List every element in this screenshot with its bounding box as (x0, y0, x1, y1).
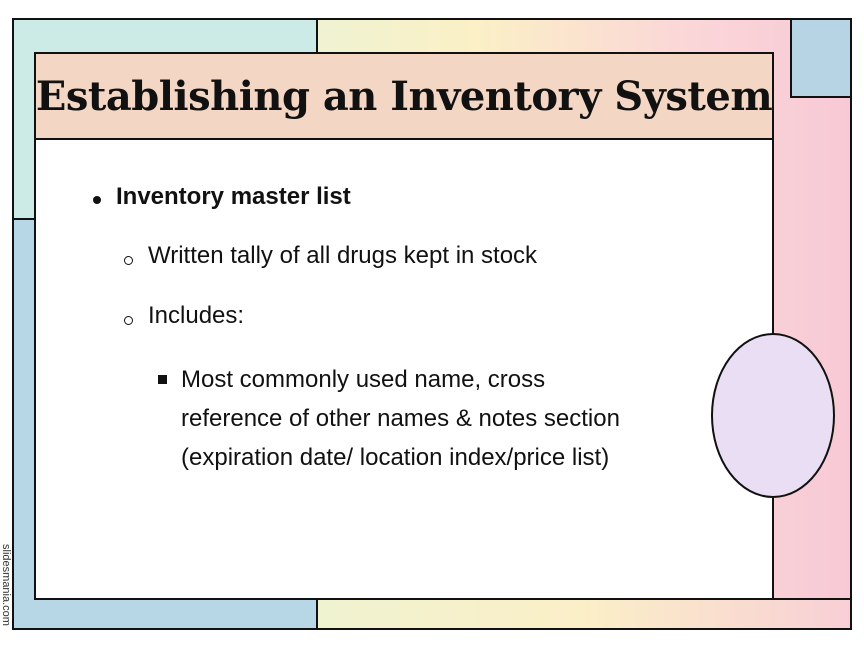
decorative-oval (711, 333, 835, 498)
title-bar: Establishing an Inventory System (34, 52, 774, 140)
bottom-decor-strip (316, 598, 852, 630)
top-right-decor-block (790, 18, 852, 98)
content-card (34, 52, 774, 600)
slide-title: Establishing an Inventory System (35, 72, 773, 120)
watermark-text: slidesmania.com (0, 544, 12, 626)
